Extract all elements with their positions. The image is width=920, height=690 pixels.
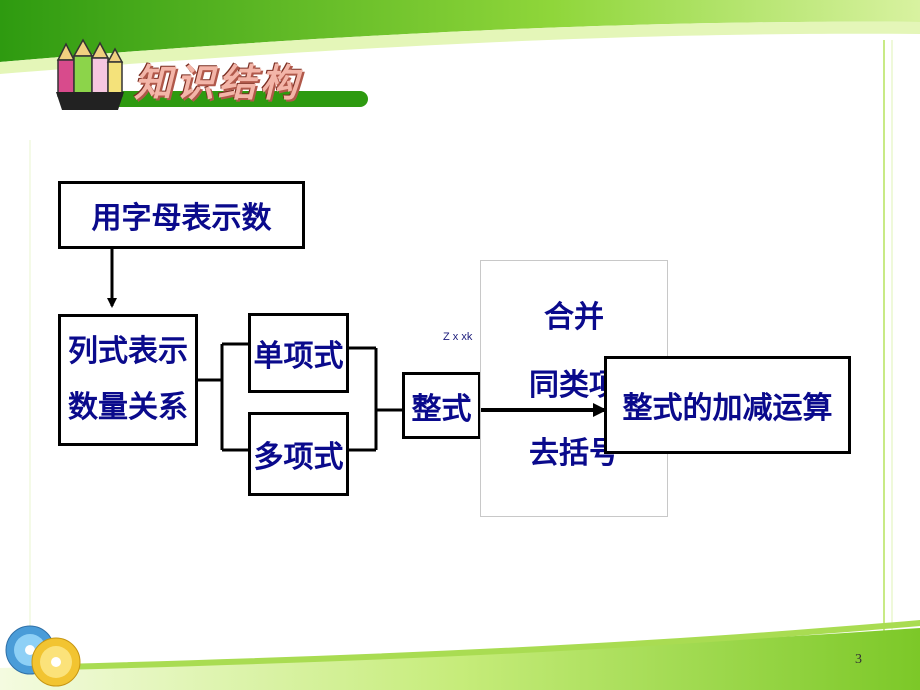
bottom-swoosh: [0, 628, 920, 690]
title-underline: [106, 91, 368, 107]
top-swoosh: [0, 0, 920, 62]
top-swoosh-light: [0, 21, 920, 74]
box-integral-expression: 整式: [402, 372, 481, 439]
box-polynomial: 多项式: [248, 412, 349, 496]
box-monomial: 单项式: [248, 313, 349, 393]
box-expression-relations: 列式表示 数量关系: [58, 314, 198, 446]
box-addition-subtraction: 整式的加减运算: [604, 356, 851, 454]
box-letters-represent-numbers: 用字母表示数: [58, 181, 305, 249]
page-title: 知识结构: [134, 60, 303, 105]
watermark-note: Z x xk: [443, 331, 473, 343]
merge-line-combine: 合并: [544, 300, 604, 335]
page-number: 3: [855, 652, 862, 667]
box-expression-relations-line1: 列式表示: [68, 334, 188, 369]
bottom-swoosh-thin: [60, 620, 920, 670]
box-expression-relations-line2: 数量关系: [68, 390, 188, 425]
